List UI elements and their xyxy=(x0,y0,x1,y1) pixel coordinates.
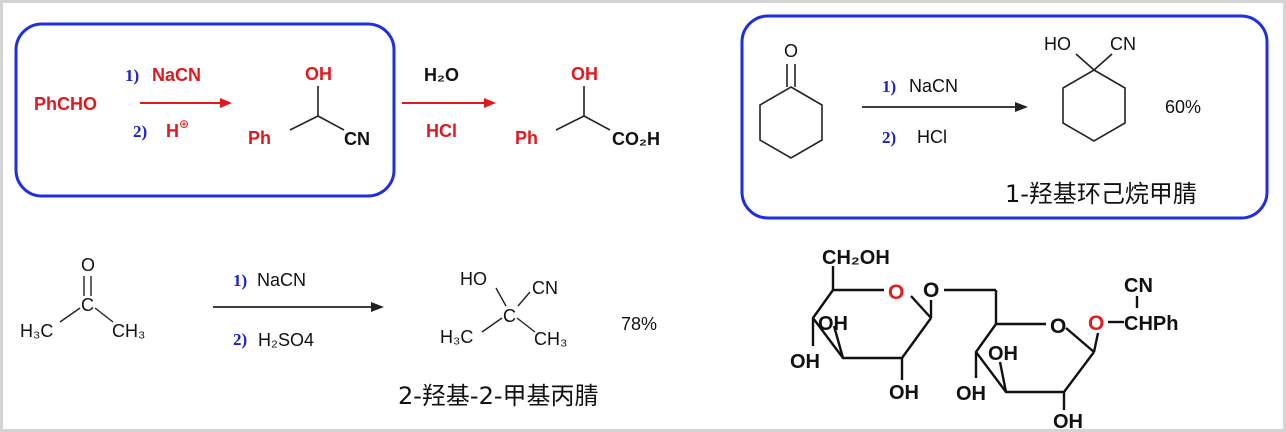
acetone-oxygen: O xyxy=(81,255,95,275)
acetone-bond-left xyxy=(59,307,81,323)
glycoside-ring2-oh-b: OH xyxy=(956,383,986,405)
acetone-cyanohydrin-cn: CN xyxy=(532,278,558,298)
r1-step2-reagent: H xyxy=(166,121,179,141)
r3-product-name: 2-羟基-2-甲基丙腈 xyxy=(398,382,599,410)
glycoside-ring2-oh-c: OH xyxy=(1053,411,1083,432)
r1-arrow-1 xyxy=(140,98,232,108)
r1-arrow-2 xyxy=(402,98,496,108)
glycoside-bonds xyxy=(811,266,1139,410)
mandelonitrile-ph: Ph xyxy=(248,128,271,148)
r1-hydrolysis-reagent-top: H₂O xyxy=(424,65,459,85)
glycoside-link-oxygen: O xyxy=(923,279,939,302)
mandelonitrile-cn: CN xyxy=(344,129,370,149)
glycoside-ring2-oh-a: OH xyxy=(988,343,1018,365)
r2-arrow xyxy=(862,102,1028,112)
acetone-cyanohydrin-carbon: C xyxy=(503,306,516,326)
cyclohexanone-oxygen: O xyxy=(784,41,798,61)
r1-step2-charge: ⊕ xyxy=(179,117,189,131)
glycoside-ring1-oh-c: OH xyxy=(889,382,919,404)
reactant-phcho: PhCHO xyxy=(34,94,97,114)
highlight-box-reaction-2 xyxy=(740,14,1269,220)
acetone-bond-right xyxy=(94,307,114,323)
r2-step1-reagent: NaCN xyxy=(909,76,958,96)
mandelic-acid-bonds xyxy=(555,86,611,131)
r3-arrow xyxy=(213,302,384,312)
r3-step2-number: 2) xyxy=(233,330,247,349)
cyclohexanol-nitrile-ho: HO xyxy=(1044,34,1071,54)
r2-yield: 60% xyxy=(1165,97,1201,117)
cyclohexanol-nitrile-ring xyxy=(1062,53,1126,142)
acetone-left-methyl: H₃C xyxy=(20,321,53,341)
r3-step1-reagent: NaCN xyxy=(257,270,306,290)
glycoside-aglycone-oxygen: O xyxy=(1088,312,1104,335)
mandelic-acid-oh: OH xyxy=(571,64,598,84)
glycoside-ring1-oh-b: OH xyxy=(790,351,820,373)
cyclohexanone-ring xyxy=(759,64,823,159)
glycoside-aglycone-cn: CN xyxy=(1124,275,1153,297)
glycoside-ch2oh: CH₂OH xyxy=(822,247,890,269)
r1-step1-reagent: NaCN xyxy=(152,65,201,85)
glycoside-ring1-oh-a: OH xyxy=(818,313,848,335)
acetone-cyanohydrin-bond-right xyxy=(516,317,536,333)
mandelonitrile-oh: OH xyxy=(305,64,332,84)
acetone-cyanohydrin-bond-left xyxy=(481,317,503,333)
acetone-right-methyl: CH₃ xyxy=(112,321,145,341)
r3-step1-number: 1) xyxy=(233,271,247,290)
acetone-carbon: C xyxy=(81,295,94,315)
glycoside-ring1-oxygen: O xyxy=(888,281,904,304)
r1-step2-number: 2) xyxy=(133,122,147,141)
r3-yield: 78% xyxy=(621,314,657,334)
acetone-cyanohydrin-right-methyl: CH₃ xyxy=(534,329,567,349)
r2-step2-reagent: HCl xyxy=(917,127,947,147)
acetone-cyanohydrin-ho: HO xyxy=(460,269,487,289)
acetone-cyanohydrin-bond-ho xyxy=(495,287,507,307)
mandelonitrile-bonds xyxy=(289,86,345,131)
acetone-cyanohydrin-left-methyl: H₃C xyxy=(440,327,473,347)
r2-step1-number: 1) xyxy=(882,77,896,96)
acetone-cyanohydrin-bond-cn xyxy=(517,291,531,307)
r2-product-name: 1-羟基环己烷甲腈 xyxy=(1005,180,1197,208)
highlight-box-reaction-1 xyxy=(14,22,396,198)
mandelic-acid-carboxyl: CO₂H xyxy=(612,129,660,149)
r1-hydrolysis-reagent-bottom: HCl xyxy=(426,121,457,141)
r3-step2-reagent: H₂SO4 xyxy=(258,330,314,350)
glycoside-aglycone-chph: CHPh xyxy=(1124,313,1178,335)
r2-step2-number: 2) xyxy=(882,128,896,147)
mandelic-acid-ph: Ph xyxy=(515,128,538,148)
cyclohexanol-nitrile-cn: CN xyxy=(1110,34,1136,54)
r1-step1-number: 1) xyxy=(125,66,139,85)
glycoside-ring2-oxygen: O xyxy=(1050,315,1066,338)
